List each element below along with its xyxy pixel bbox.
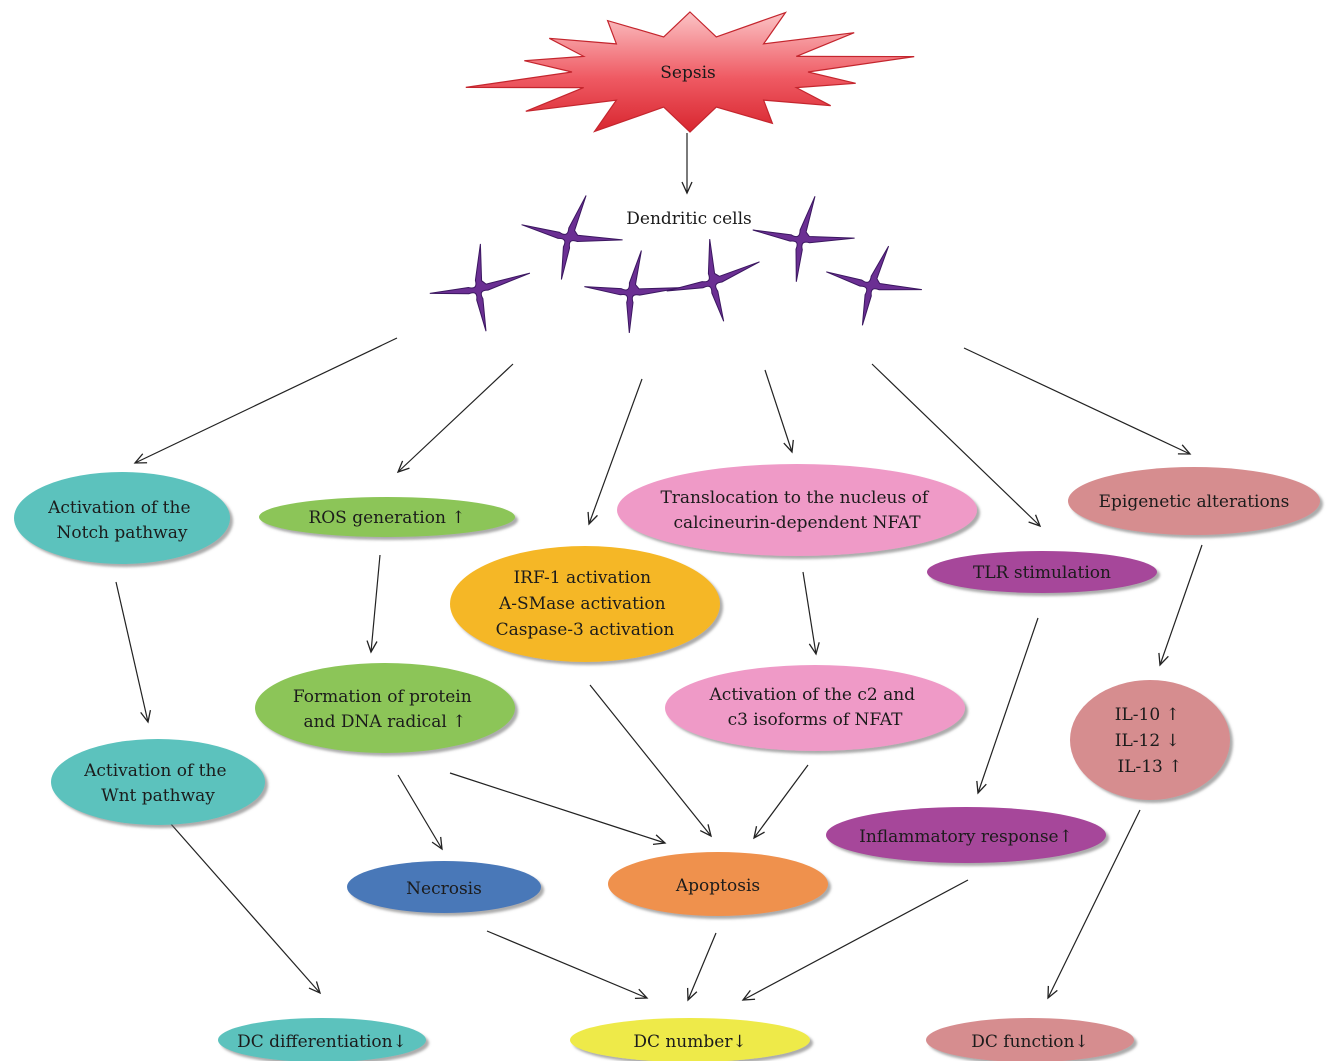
node-il: IL-10 ↑ IL-12 ↓ IL-13 ↑ [1070, 680, 1230, 800]
dc-function-label: DC function↓ [971, 1032, 1088, 1052]
dc-differentiation-label: DC differentiation↓ [237, 1032, 407, 1052]
svg-text:IL-10 ↑ IL-12 ↓ IL: IL-10 ↑ IL-12 ↓ IL-13 ↑ [1115, 705, 1185, 777]
node-apoptosis: Apoptosis [608, 852, 828, 916]
sepsis-starburst-shape [465, 11, 915, 133]
arrow-protein-to-necrosis [397, 774, 443, 851]
notch-line-1: Activation of the [47, 498, 190, 518]
dendritic-cell-6 [826, 245, 922, 326]
dendritic-cells-label: Dendritic cells [626, 209, 751, 229]
arrow-il-to-function [1047, 809, 1141, 1000]
node-nfat-c2c3: Activation of the c2 and c3 isoforms of … [665, 665, 965, 751]
notch-line-2: Notch pathway [57, 523, 188, 543]
wnt-line-2: Wnt pathway [101, 786, 215, 806]
arrow-tlr-to-inflammatory [976, 617, 1039, 795]
svg-text:Translocation to the nucleus o: Translocation to the nucleus of calcineu… [660, 488, 933, 533]
node-necrosis: Necrosis [347, 861, 541, 913]
il-line-3: IL-13 ↑ [1117, 757, 1182, 777]
arrow-to-nfat-translocation [764, 369, 794, 454]
node-irf: IRF-1 activation A-SMase activation Casp… [450, 546, 720, 662]
apoptosis-label: Apoptosis [675, 876, 760, 896]
node-inflammatory: Inflammatory response↑ [826, 807, 1106, 863]
svg-text:Activation of the Wnt pa: Activation of the Wnt pathway [83, 761, 232, 806]
node-ros: ROS generation ↑ [259, 497, 515, 537]
epigenetic-label: Epigenetic alterations [1099, 492, 1290, 512]
node-notch: Activation of the Notch pathway [14, 472, 230, 564]
dendritic-cells-group [429, 195, 922, 334]
nfat-translocation-line-1: Translocation to the nucleus of [660, 488, 929, 508]
svg-text:Formation of protein and: Formation of protein and DNA radical ↑ [293, 687, 477, 732]
sepsis-burst: Sepsis [465, 11, 915, 133]
arrow-c2c3-to-apoptosis [753, 764, 809, 840]
arrow-apoptosis-to-number [686, 932, 717, 1002]
nfat-c2c3-line-2: c3 isoforms of NFAT [728, 710, 904, 730]
necrosis-label: Necrosis [406, 879, 482, 899]
wnt-line-1: Activation of the [83, 761, 226, 781]
arrow-nfat-to-c2c3 [802, 571, 820, 656]
arrow-notch-to-wnt [115, 581, 152, 724]
arrow-irf-to-apoptosis [589, 684, 712, 838]
dendritic-cell-2 [521, 195, 623, 280]
irf-line-2: A-SMase activation [498, 594, 666, 614]
arrow-to-epigenetic [963, 347, 1192, 455]
node-nfat-translocation: Translocation to the nucleus of calcineu… [617, 464, 977, 556]
nfat-translocation-line-2: calcineurin-dependent NFAT [673, 513, 921, 533]
node-tlr: TLR stimulation [927, 551, 1157, 593]
arrow-epigenetic-to-il [1158, 544, 1203, 667]
inflammatory-label: Inflammatory response↑ [859, 827, 1073, 847]
svg-text:Activation of the c2 and: Activation of the c2 and c3 isoforms of … [709, 685, 921, 730]
arrow-ros-to-protein [366, 554, 381, 654]
cells-label-bg [626, 204, 752, 232]
il-line-1: IL-10 ↑ [1115, 705, 1180, 725]
arrow-wnt-to-differentiation [162, 814, 322, 995]
node-epigenetic: Epigenetic alterations [1068, 467, 1320, 535]
arrow-to-tlr [871, 363, 1042, 528]
node-wnt: Activation of the Wnt pathway [51, 739, 265, 825]
node-dc-function: DC function↓ [926, 1018, 1134, 1061]
irf-line-3: Caspase-3 activation [496, 620, 675, 640]
dendritic-cell-3 [584, 250, 682, 334]
tlr-label: TLR stimulation [973, 563, 1111, 583]
il-line-2: IL-12 ↓ [1115, 731, 1180, 751]
dendritic-cell-5 [752, 196, 855, 282]
dendritic-cell-1 [429, 243, 531, 332]
arrow-to-irf [587, 378, 643, 526]
irf-line-1: IRF-1 activation [513, 568, 651, 588]
sepsis-label: Sepsis [660, 63, 715, 83]
dc-number-label: DC number↓ [633, 1032, 746, 1052]
arrow-to-ros [396, 363, 514, 474]
node-dc-number: DC number↓ [570, 1018, 810, 1061]
nfat-c2c3-line-1: Activation of the c2 and [709, 685, 916, 705]
node-dc-differentiation: DC differentiation↓ [218, 1018, 426, 1061]
protein-dna-line-1: Formation of protein [293, 687, 472, 707]
arrow-protein-to-apoptosis [449, 772, 667, 845]
arrow-to-notch [133, 337, 398, 464]
dendritic-cell-4 [666, 239, 760, 322]
arrow-necrosis-to-number [486, 930, 649, 1000]
arrows [115, 337, 1203, 1002]
ros-label: ROS generation ↑ [308, 508, 465, 528]
arrow-inflammatory-to-number [741, 879, 969, 1001]
protein-dna-line-2: and DNA radical ↑ [304, 712, 467, 732]
svg-text:Activation of the Notch: Activation of the Notch pathway [47, 498, 196, 543]
svg-text:IRF-1 activation A-SMase: IRF-1 activation A-SMase activation Casp… [496, 568, 675, 640]
node-protein-dna: Formation of protein and DNA radical ↑ [255, 663, 515, 753]
